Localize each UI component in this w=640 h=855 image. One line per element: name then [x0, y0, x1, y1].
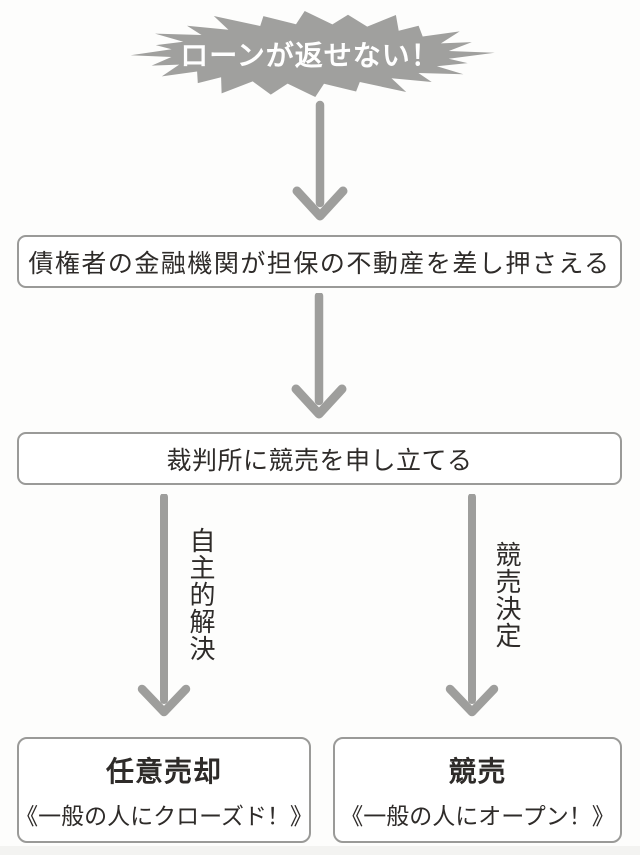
- outcome-subtitle: 《一般の人にクローズド！》: [15, 802, 313, 829]
- step-box-seizure: 債権者の金融機関が担保の不動産を差し押さえる: [17, 235, 622, 288]
- step-text: 債権者の金融機関が担保の不動産を差し押さえる: [28, 249, 611, 278]
- step-text: 裁判所に競売を申し立てる: [166, 446, 473, 475]
- outcome-title: 競売: [448, 755, 507, 787]
- arrow-down-icon: [134, 494, 194, 726]
- branch-label-auction-decision: 競売決定: [492, 541, 522, 649]
- outcome-subtitle: 《一般の人にオープン！》: [340, 802, 615, 829]
- starburst-shape-icon: [130, 11, 495, 97]
- arrow-down-icon: [442, 494, 502, 726]
- burst-label: ローンが返せない！: [180, 40, 440, 71]
- footer-strip: [0, 846, 640, 855]
- burst-callout: ローンが返せない！: [118, 4, 502, 104]
- outcome-title: 任意売却: [105, 755, 222, 787]
- arrow-down-icon: [290, 100, 350, 225]
- outcome-box-auction: 競売 《一般の人にオープン！》: [333, 737, 622, 843]
- step-box-court-filing: 裁判所に競売を申し立てる: [17, 432, 622, 485]
- branch-label-voluntary: 自主的解決: [186, 527, 216, 662]
- arrow-down-icon: [289, 293, 349, 423]
- outcome-box-voluntary-sale: 任意売却 《一般の人にクローズド！》: [15, 737, 313, 843]
